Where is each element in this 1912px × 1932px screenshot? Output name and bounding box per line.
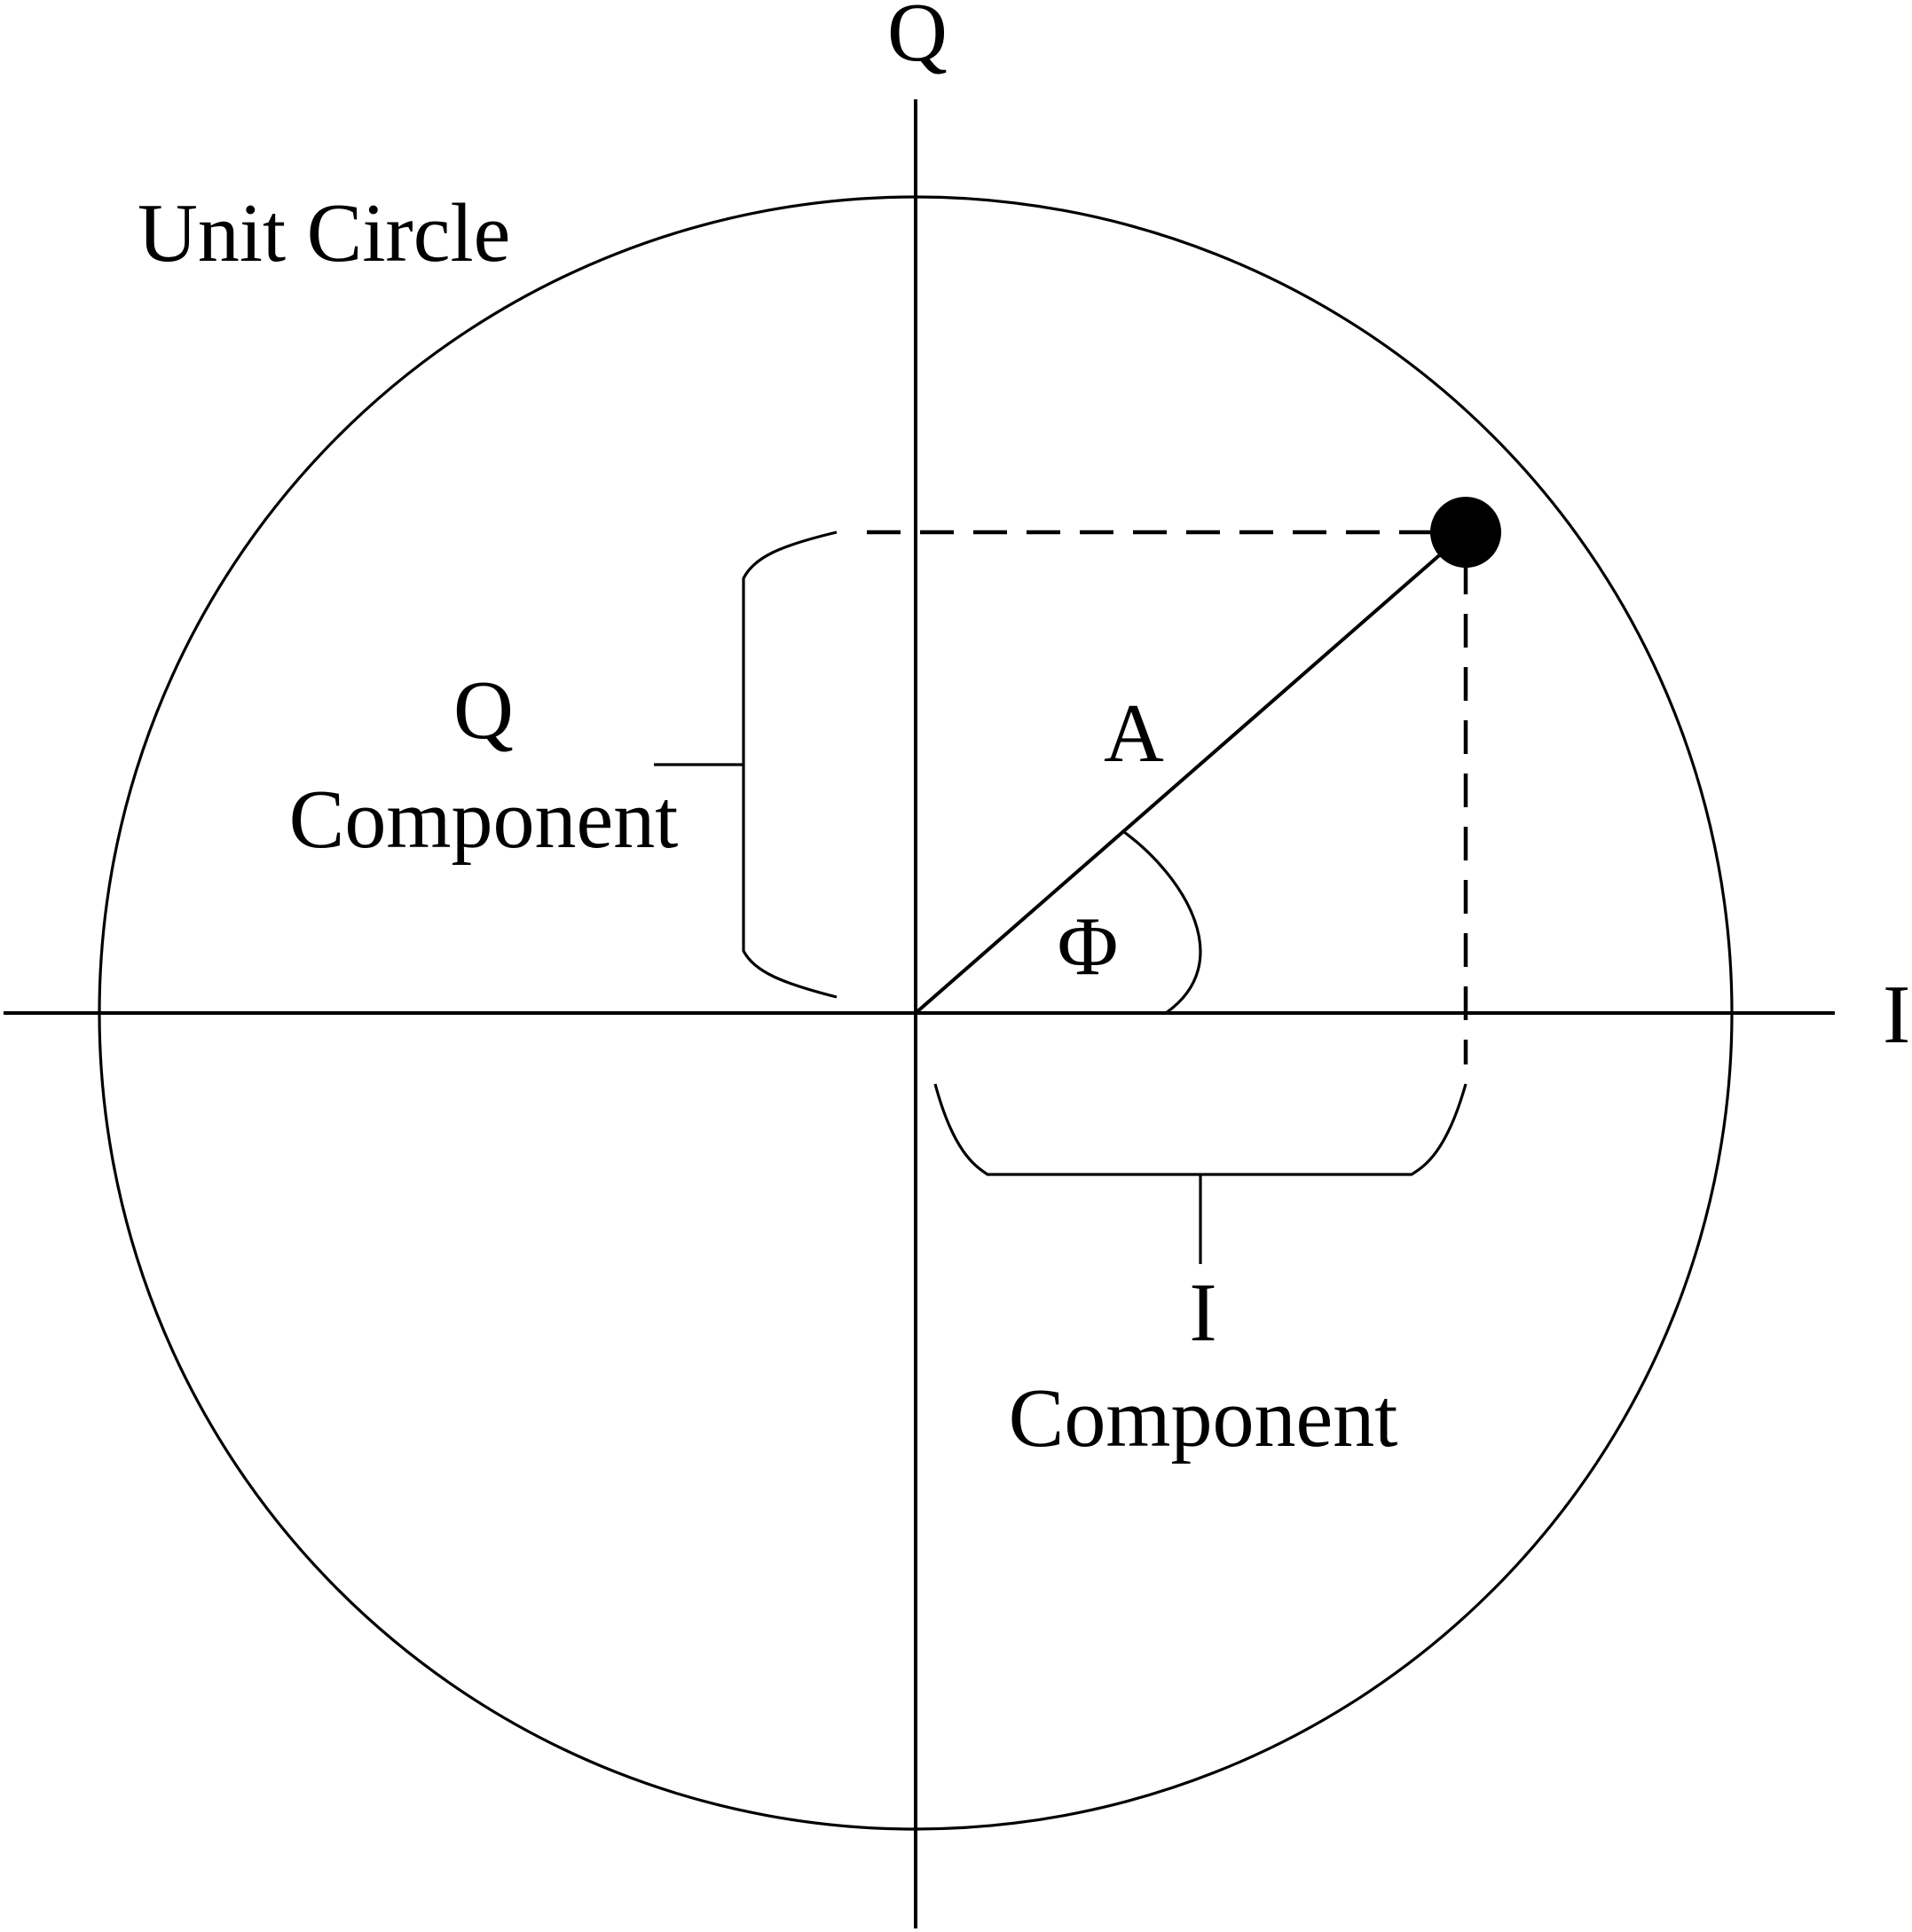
q-component-label-line1: Q bbox=[453, 664, 514, 757]
q-component-label-line2: Component bbox=[289, 774, 679, 866]
iq-point-marker bbox=[1430, 497, 1501, 568]
i-axis-label: I bbox=[1883, 969, 1910, 1061]
phase-label: Φ bbox=[1058, 900, 1119, 993]
amplitude-label: A bbox=[1104, 687, 1164, 780]
unit-circle-label: Unit Circle bbox=[138, 187, 510, 279]
phase-arc bbox=[1123, 830, 1202, 1015]
q-component-bracket bbox=[742, 530, 838, 999]
amplitude-vector bbox=[914, 530, 1467, 1015]
i-component-label-line2: Component bbox=[1009, 1372, 1398, 1465]
i-component-label-line1: I bbox=[1189, 1267, 1216, 1359]
i-component-bracket bbox=[933, 1083, 1467, 1176]
q-axis-label: Q bbox=[887, 0, 948, 79]
